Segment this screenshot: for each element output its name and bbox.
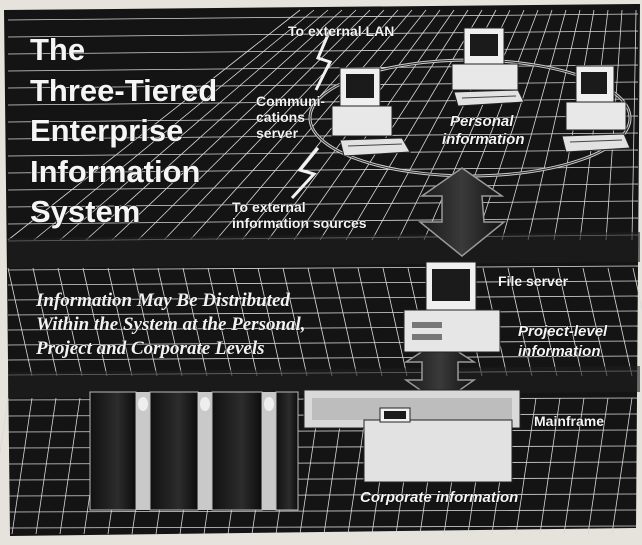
svg-text:Personal: Personal: [450, 113, 514, 130]
mainframe-label: Mainframe: [534, 413, 604, 429]
subtitle-line: Project and Corporate Levels: [35, 338, 265, 359]
svg-text:information: information: [518, 343, 601, 360]
svg-text:Communi-: Communi-: [256, 93, 326, 109]
subtitle-line: Information May Be Distributed: [35, 290, 290, 311]
title-line: The: [30, 32, 85, 67]
svg-text:To external: To external: [232, 199, 306, 215]
svg-text:server: server: [256, 125, 299, 141]
title-line: Enterprise: [30, 113, 183, 148]
subtitle-line: Within the System at the Personal,: [36, 314, 306, 335]
file-server-label: File server: [498, 273, 569, 289]
title-line: Information: [30, 154, 201, 189]
external-lan-label: To external LAN: [288, 23, 394, 39]
title-line: System: [30, 194, 140, 229]
svg-text:Project-level: Project-level: [518, 323, 608, 340]
title-line: Three-Tiered: [30, 73, 217, 108]
personal-info-label: Personal information: [442, 113, 525, 148]
svg-text:information sources: information sources: [232, 215, 367, 231]
corporate-info-label: Corporate information: [360, 489, 518, 506]
svg-text:information: information: [442, 131, 525, 148]
svg-text:cations: cations: [256, 109, 305, 125]
